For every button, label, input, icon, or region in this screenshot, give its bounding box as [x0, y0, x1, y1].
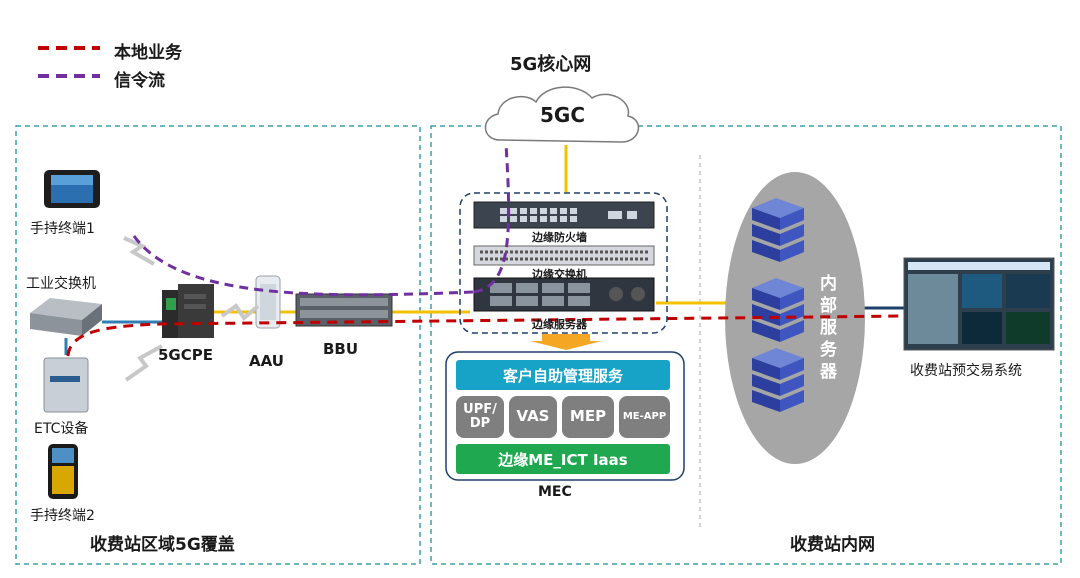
edge-to-mec-arrow — [530, 334, 602, 350]
5gc-cloud — [484, 86, 640, 143]
handheld1-label: 手持终端1 — [30, 221, 95, 237]
bbu-label: BBU — [323, 340, 359, 358]
internal-server-label: 内部服务器 — [820, 274, 837, 382]
edge-server-device — [473, 277, 655, 312]
aau-label: AAU — [249, 352, 284, 370]
mec-module-meapp: ME-APP — [619, 396, 670, 438]
signaling-path-handheld — [132, 235, 475, 297]
5gcpe-icon — [162, 284, 214, 338]
wireless-zigzag-3 — [220, 303, 260, 321]
edge-firewall-label: 边缘防火墙 — [532, 231, 587, 244]
industrial-switch-icon — [30, 298, 102, 336]
mec-bottom-bar-label: 边缘ME_ICT Iaas — [498, 451, 628, 469]
edge-switch-label: 边缘交换机 — [532, 268, 587, 281]
left-region-border — [15, 125, 421, 565]
local-service-path — [66, 314, 905, 357]
mec-bottom-bar — [456, 444, 670, 474]
server-stack-3 — [752, 348, 804, 412]
industrial-switch-label: 工业交换机 — [26, 276, 96, 292]
etc-device-icon — [43, 357, 89, 413]
left-region-title: 收费站区域5G覆盖 — [90, 535, 235, 555]
wireless-zigzag-2 — [124, 344, 163, 382]
mec-top-bar — [456, 360, 670, 390]
right-region-title: 收费站内网 — [790, 535, 875, 555]
server-stack-1 — [752, 198, 804, 262]
edge-server-label: 边缘服务器 — [532, 318, 587, 331]
mec-module-vas: VAS — [509, 396, 557, 438]
edge-group-border — [459, 192, 668, 334]
aau-icon — [255, 275, 281, 329]
right-region-border — [430, 125, 1062, 565]
legend-local-label: 本地业务 — [114, 43, 182, 63]
legend-signal-label: 信令流 — [114, 71, 165, 91]
core-network-title: 5G核心网 — [510, 54, 592, 75]
etc-device-label: ETC设备 — [34, 421, 89, 437]
toll-system-label: 收费站预交易系统 — [910, 363, 1022, 379]
server-stack-2 — [752, 278, 804, 342]
5gcpe-label: 5GCPE — [158, 346, 213, 364]
toll-system-screen — [903, 257, 1055, 351]
edge-switch-device — [473, 245, 655, 266]
wireless-zigzag-1 — [123, 236, 155, 266]
mec-top-bar-label: 客户自助管理服务 — [502, 367, 623, 385]
handheld2-label: 手持终端2 — [30, 508, 95, 524]
handheld1-icon — [44, 170, 100, 208]
5gc-label: 5GC — [540, 103, 586, 127]
mec-module-mep: MEP — [562, 396, 614, 438]
mec-module-upf: UPF/ DP — [456, 396, 504, 438]
edge-firewall-device — [473, 201, 655, 229]
handheld2-icon — [48, 444, 78, 499]
mec-label: MEC — [538, 484, 572, 500]
